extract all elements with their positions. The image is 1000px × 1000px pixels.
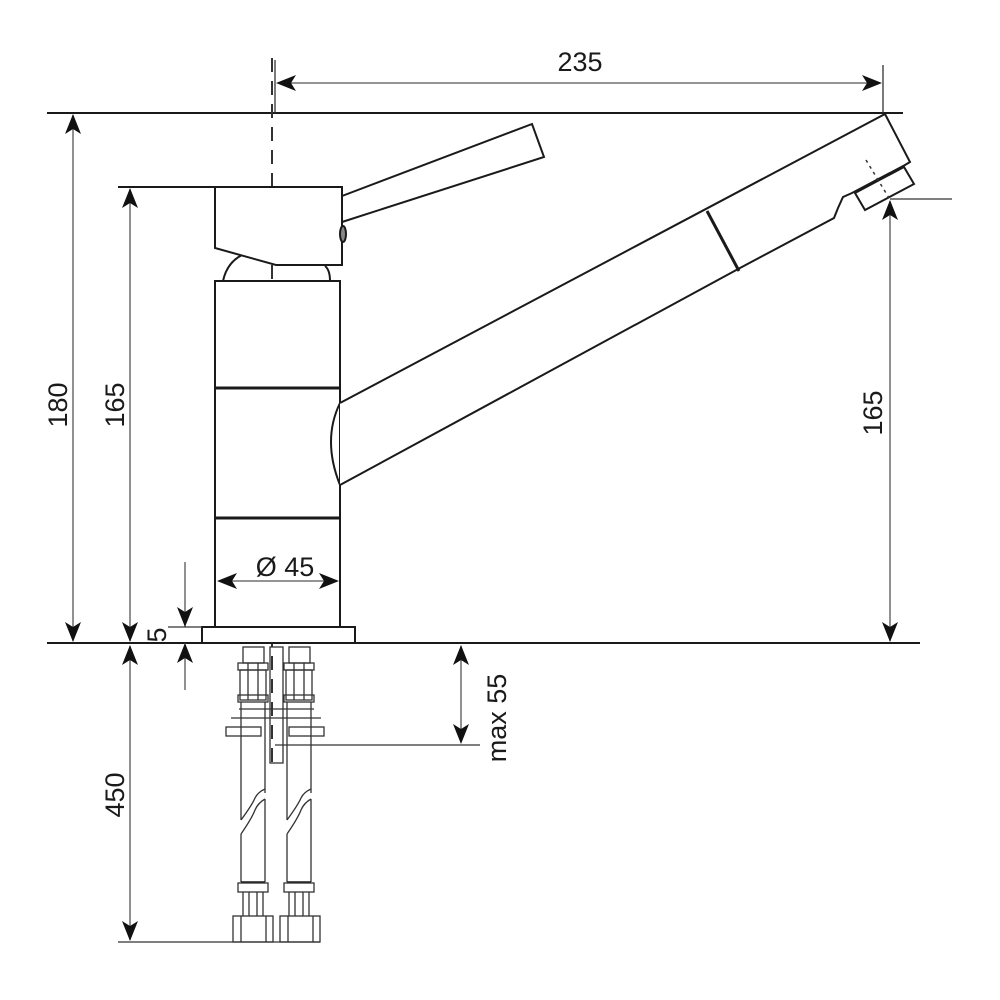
arrow-down-icon xyxy=(453,724,469,744)
arrow-up-icon xyxy=(65,114,81,134)
spout-tube xyxy=(339,112,912,486)
dimension-base-plate: 5 xyxy=(142,562,202,690)
arrow-up-icon xyxy=(882,200,898,220)
right-hose-break-bottom xyxy=(286,798,312,835)
left-nut-body xyxy=(239,669,267,701)
dimension-countertop-thickness: max 55 xyxy=(453,645,512,762)
right-hose-break-top xyxy=(286,788,312,821)
arrow-right-icon xyxy=(862,75,882,91)
hose-length-label: 450 xyxy=(100,772,130,817)
outlet-height-label: 165 xyxy=(858,390,888,435)
aerator-centerline xyxy=(865,159,890,199)
arrow-up-icon xyxy=(122,188,138,208)
reference-lines xyxy=(47,60,952,644)
dimension-total-height: 180 xyxy=(43,114,81,642)
right-bottom-nut xyxy=(279,915,321,943)
right-bottom-collar xyxy=(283,882,315,893)
mounting-rod xyxy=(269,646,284,764)
total-height-label: 180 xyxy=(43,382,73,427)
arrow-down-icon xyxy=(882,622,898,642)
dimension-spout-reach: 235 xyxy=(276,47,882,91)
cartridge-dome-right xyxy=(324,265,331,282)
arrow-right-icon xyxy=(319,573,339,589)
body-height-label: 165 xyxy=(100,382,130,427)
left-hose-break-top xyxy=(240,788,266,821)
spout-reach-label: 235 xyxy=(557,47,602,77)
right-nut-top xyxy=(283,662,315,671)
body-cylinder xyxy=(214,280,341,628)
base-plate-label: 5 xyxy=(142,627,172,642)
supply-hoses xyxy=(118,646,480,943)
lever-handle xyxy=(341,122,546,223)
spout xyxy=(330,112,916,486)
lever-head xyxy=(214,186,343,266)
right-fixing-clamp xyxy=(288,726,325,737)
arrow-down-icon xyxy=(65,622,81,642)
arrow-up-icon xyxy=(122,645,138,665)
right-nut-bottom xyxy=(283,694,315,703)
arrow-down-icon xyxy=(177,607,193,627)
arrow-up-icon xyxy=(453,645,469,665)
arrow-left-icon xyxy=(217,573,237,589)
left-bottom-nut xyxy=(232,915,274,943)
body-diameter-label: Ø 45 xyxy=(256,552,315,582)
pull-out-head-seam xyxy=(705,210,741,272)
left-nut-top xyxy=(237,662,269,671)
lever-set-screw xyxy=(339,225,347,243)
spout-joint xyxy=(330,402,341,486)
dimension-hose-length: 450 xyxy=(100,645,138,941)
left-hose-break-bottom xyxy=(240,798,266,835)
aerator xyxy=(853,165,916,212)
left-fixing-clamp xyxy=(225,726,262,737)
arrow-down-icon xyxy=(122,921,138,941)
dimension-body-diameter: Ø 45 xyxy=(217,552,339,589)
arrow-left-icon xyxy=(276,75,296,91)
base-plate xyxy=(201,626,356,644)
right-nut-body xyxy=(285,669,313,701)
left-fitting-top xyxy=(242,646,265,664)
left-nut-bottom xyxy=(237,694,269,703)
dimension-outlet-height: 165 xyxy=(858,200,898,642)
right-fitting-top xyxy=(288,646,311,664)
dimension-body-height: 165 xyxy=(100,188,138,642)
arrow-up-icon xyxy=(177,643,193,663)
left-bottom-collar xyxy=(237,882,269,893)
countertop-thickness-label: max 55 xyxy=(482,674,512,763)
faucet-body xyxy=(201,122,546,644)
arrow-down-icon xyxy=(122,622,138,642)
